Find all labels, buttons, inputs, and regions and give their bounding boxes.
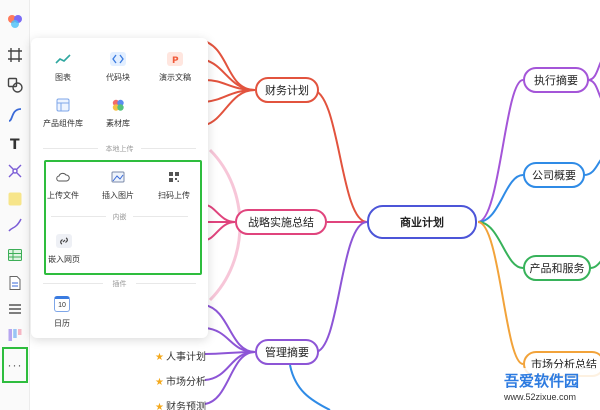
branch-management-summary[interactable]: 管理摘要 — [255, 339, 319, 365]
calendar-plugin-item[interactable]: 10 日历 — [47, 296, 77, 329]
watermark-title: 吾爱软件园 — [504, 373, 580, 390]
kanban-icon[interactable] — [4, 324, 26, 346]
section-divider — [51, 216, 106, 217]
branch-company-overview[interactable]: 公司概要 — [523, 162, 585, 188]
star-icon: ★ — [155, 402, 164, 410]
leaf-label: 财务预测 — [165, 402, 206, 410]
leaf-label: 市场分析 — [165, 377, 206, 388]
watermark-url: www.52zixue.com — [504, 392, 577, 402]
star-icon: ★ — [155, 377, 164, 388]
item-label: 产品组件库 — [43, 119, 83, 128]
item-label: 演示文稿 — [159, 73, 191, 82]
mindmap-center-node[interactable]: 商业计划 — [367, 205, 477, 239]
leaf-hr-plan[interactable]: ★人事计划 — [155, 348, 206, 363]
pen-curve-icon[interactable] — [4, 104, 26, 126]
section-divider — [133, 216, 188, 217]
cloud-upload-icon — [55, 170, 71, 184]
logo-icon[interactable] — [4, 10, 26, 32]
left-toolbar: T ··· — [0, 0, 30, 410]
frame-icon[interactable] — [4, 44, 26, 66]
asset-library-icon — [110, 98, 126, 112]
branch-strategy-summary[interactable]: 战略实施总结 — [235, 209, 327, 235]
calendar-icon: 10 — [54, 296, 70, 312]
shape-icon[interactable] — [4, 74, 26, 96]
section-divider — [136, 283, 196, 284]
sticky-note-icon[interactable] — [4, 188, 26, 210]
code-icon — [110, 52, 126, 66]
insert-panel: 图表 代码块 P 演示文稿 产品组件库 素材库 本地上传 上传文件 插入图片 扫… — [31, 38, 208, 338]
svg-text:T: T — [10, 137, 20, 151]
document-icon[interactable] — [4, 272, 26, 294]
embed-webpage-item[interactable]: 嵌入网页 — [46, 234, 82, 265]
text-icon[interactable]: T — [4, 132, 26, 154]
insert-asset-library-item[interactable]: 素材库 — [103, 98, 133, 129]
table-icon[interactable] — [4, 244, 26, 266]
leaf-market-analysis[interactable]: ★市场分析 — [155, 373, 206, 388]
embed-header: 内嵌 — [112, 214, 127, 221]
svg-text:P: P — [172, 56, 179, 64]
chart-icon — [55, 52, 71, 66]
connector-icon[interactable] — [4, 160, 26, 182]
brush-icon[interactable] — [4, 214, 26, 236]
upload-file-item[interactable]: 上传文件 — [46, 170, 80, 201]
insert-code-block-item[interactable]: 代码块 — [103, 52, 133, 83]
site-watermark: 吾爱软件园 www.52zixue.com — [490, 368, 600, 410]
item-label: 日历 — [54, 319, 70, 328]
insert-image-item[interactable]: 插入图片 — [101, 170, 135, 201]
section-divider — [43, 283, 103, 284]
insert-presentation-item[interactable]: P 演示文稿 — [158, 52, 192, 83]
local-upload-header: 本地上传 — [105, 146, 134, 153]
item-label: 代码块 — [106, 73, 130, 82]
insert-chart-item[interactable]: 图表 — [48, 52, 78, 83]
section-divider — [141, 148, 196, 149]
section-divider — [43, 148, 98, 149]
link-icon — [56, 234, 72, 248]
plugin-header: 插件 — [112, 281, 127, 288]
item-label: 插入图片 — [102, 191, 134, 200]
scan-upload-item[interactable]: 扫码上传 — [157, 170, 191, 201]
image-icon — [110, 170, 126, 184]
component-library-icon — [55, 98, 71, 112]
item-label: 嵌入网页 — [48, 255, 80, 264]
star-icon: ★ — [155, 352, 164, 363]
branch-products-services[interactable]: 产品和服务 — [523, 255, 591, 281]
presentation-icon: P — [167, 52, 183, 66]
item-label: 素材库 — [106, 119, 130, 128]
leaf-label: 人事计划 — [165, 352, 206, 363]
item-label: 图表 — [55, 73, 71, 82]
insert-component-library-item[interactable]: 产品组件库 — [40, 98, 86, 129]
item-label: 上传文件 — [47, 191, 79, 200]
branch-executive-summary[interactable]: 执行摘要 — [523, 67, 589, 93]
qr-code-icon — [166, 170, 182, 184]
leaf-financial-forecast[interactable]: ★财务预测 — [155, 398, 206, 410]
highlight-box — [44, 160, 202, 275]
more-tools-button[interactable]: ··· — [2, 347, 28, 383]
list-icon[interactable] — [4, 298, 26, 320]
item-label: 扫码上传 — [158, 191, 190, 200]
branch-financial-plan[interactable]: 财务计划 — [255, 77, 319, 103]
